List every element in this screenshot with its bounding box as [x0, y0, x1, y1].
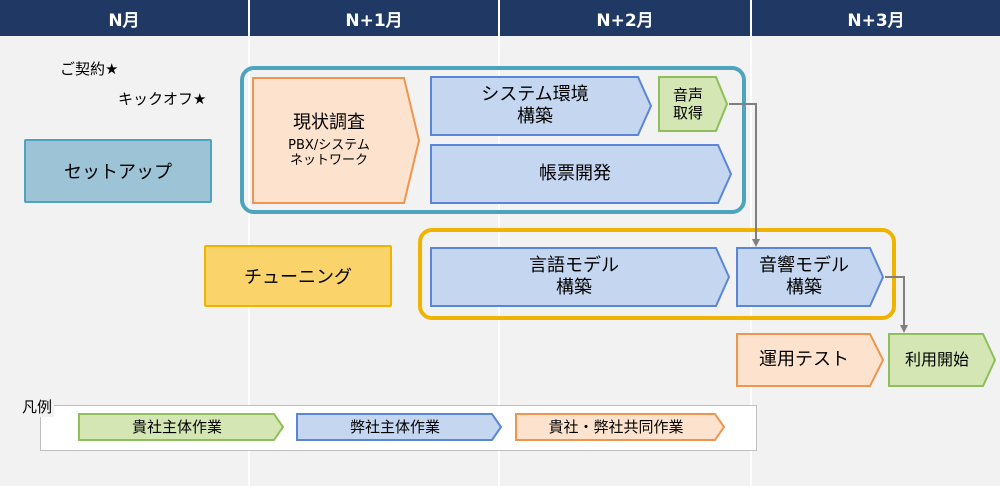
task-start-use: 利用開始 — [888, 333, 997, 387]
task-voice-line1: 音声 — [672, 86, 703, 104]
header-month-n2: N+2月 — [500, 0, 750, 36]
task-language-model: 言語モデル 構築 — [430, 247, 731, 307]
task-current-survey-sub1: PBX/システム — [288, 137, 370, 153]
legend-item-joint: 貴社・弊社共同作業 — [515, 413, 726, 441]
task-ops-test-label: 運用テスト — [759, 349, 849, 371]
task-voice-line2: 取得 — [672, 104, 703, 122]
tuning-group-frame — [418, 228, 896, 320]
task-acoustic-model-line1: 音響モデル — [759, 255, 849, 277]
task-start-use-label: 利用開始 — [904, 350, 969, 370]
phase-setup: セットアップ — [24, 139, 212, 203]
legend-client-label: 貴社主体作業 — [131, 418, 222, 436]
milestone-kickoff: キックオフ★ — [118, 90, 207, 108]
legend-item-vendor: 弊社主体作業 — [296, 413, 503, 441]
header-month-n3: N+3月 — [752, 0, 1000, 36]
header-month-n: N月 — [0, 0, 248, 36]
task-voice-acquisition: 音声 取得 — [658, 76, 729, 132]
milestone-contract: ご契約★ — [60, 60, 119, 78]
legend-title: 凡例 — [20, 396, 55, 417]
legend-item-client: 貴社主体作業 — [78, 413, 285, 441]
task-language-model-line2: 構築 — [556, 277, 592, 298]
header-month-n1: N+1月 — [250, 0, 498, 36]
task-language-model-line1: 言語モデル — [529, 255, 619, 277]
legend-vendor-label: 弊社主体作業 — [349, 418, 440, 436]
phase-tuning: チューニング — [204, 245, 392, 307]
task-system-env-line2: 構築 — [517, 106, 553, 127]
task-ops-test: 運用テスト — [736, 333, 885, 387]
task-system-env: システム環境 構築 — [430, 76, 653, 136]
task-forms-dev: 帳票開発 — [430, 144, 733, 204]
task-current-survey: 現状調査 PBX/システム ネットワーク — [252, 77, 421, 204]
task-acoustic-model: 音響モデル 構築 — [736, 247, 885, 307]
task-current-survey-title: 現状調査 — [293, 112, 365, 134]
task-acoustic-model-line2: 構築 — [786, 277, 822, 298]
task-current-survey-sub2: ネットワーク — [289, 153, 368, 169]
task-system-env-line1: システム環境 — [481, 84, 589, 106]
legend-joint-label: 貴社・弊社共同作業 — [548, 418, 684, 436]
task-forms-dev-label: 帳票開発 — [539, 163, 611, 185]
column-n3 — [752, 0, 1000, 486]
